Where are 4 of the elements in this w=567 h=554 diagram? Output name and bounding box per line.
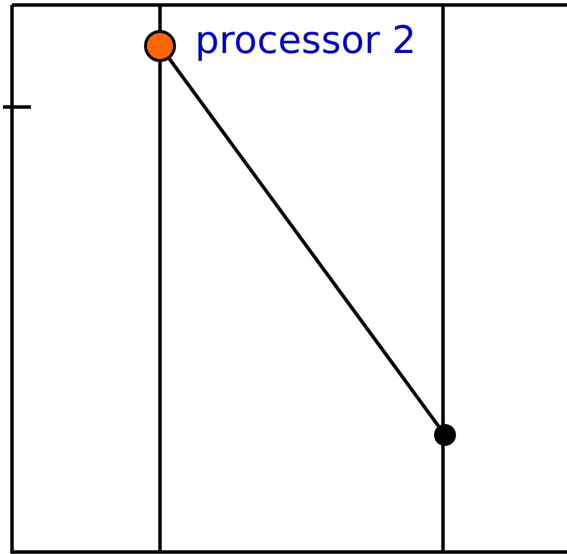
circle-node [144, 30, 176, 62]
node-label: processor 2 [195, 21, 416, 59]
connector-line [168, 58, 440, 428]
dot-node [434, 424, 456, 446]
